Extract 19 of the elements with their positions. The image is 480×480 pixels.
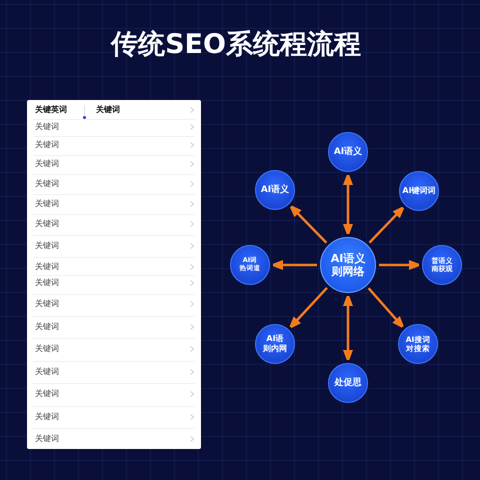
title: 传统SEO系统程流程 — [111, 28, 361, 61]
list-item-label: 关键词 — [35, 321, 59, 333]
list-item-label: 关键词 — [35, 343, 59, 355]
list-item-label: 关键词 — [35, 388, 59, 400]
list-item-label: 关键词 — [35, 218, 59, 230]
list-item-label: 关键词 — [35, 240, 59, 252]
list-item-label: 关键词 — [35, 277, 59, 289]
list-item-label: 关键词 — [35, 261, 59, 273]
list-item-label: 关键词 — [35, 366, 59, 378]
header-label: 关键英词 — [35, 104, 67, 116]
list-item-label: 关键词 — [35, 158, 59, 170]
list-item-label: 关键词 — [35, 298, 59, 310]
list-item-label: 关键词 — [35, 121, 59, 133]
list-item-label: 关键词 — [35, 433, 59, 445]
header-label: 关键词 — [96, 104, 120, 116]
list-item-label: 关键词 — [35, 139, 59, 151]
list-item-label: 关键词 — [35, 178, 59, 190]
list-item-label: 关键词 — [35, 411, 59, 423]
list-item-label: 关键词 — [35, 198, 59, 210]
